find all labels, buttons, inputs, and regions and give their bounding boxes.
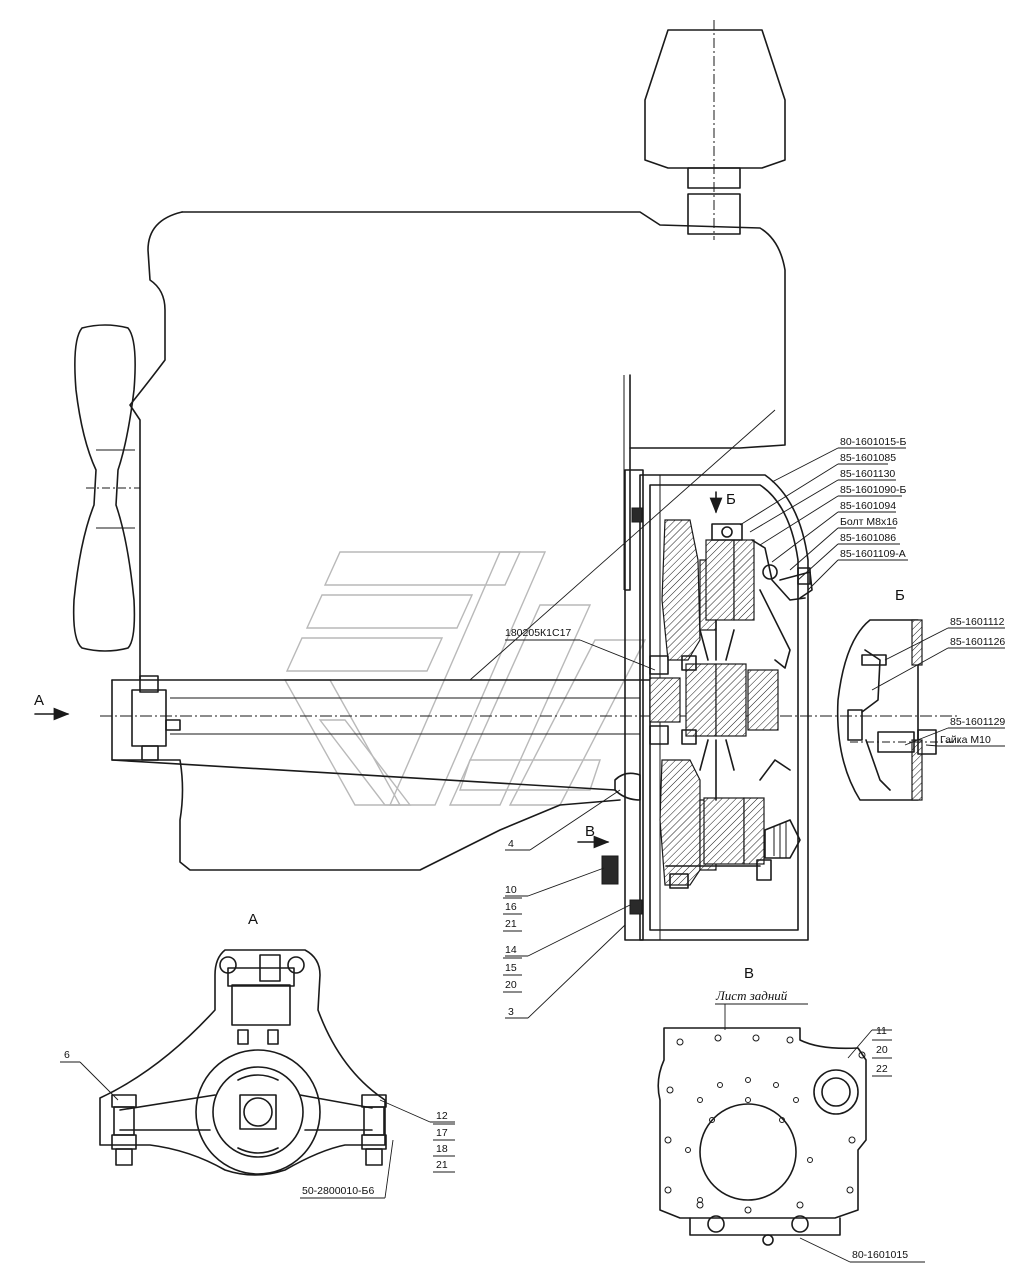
detail-b-label-2: 85-1601126 xyxy=(950,636,1005,648)
view-v-title: В xyxy=(744,965,754,982)
detail-b-label-1: 85-1601112 xyxy=(950,616,1005,628)
view-a-support: А 6 12 17 18 21 xyxy=(60,911,455,1199)
release-mechanism xyxy=(665,539,813,889)
pos-21b: 21 xyxy=(436,1159,448,1171)
pos-20b: 20 xyxy=(876,1044,888,1056)
pos-14: 14 xyxy=(505,944,517,956)
right-callouts: 80-1601015-Б 85-1601085 85-1601130 85-16… xyxy=(840,436,907,560)
callout-1601109: 85-1601109-А xyxy=(840,548,906,560)
pos-20a: 20 xyxy=(505,979,517,991)
pos-3: 3 xyxy=(508,1006,514,1018)
callout-clutch-housing: 80-1601015-Б xyxy=(840,436,907,448)
engine-block-outline xyxy=(111,211,786,871)
rear-sheet-holes xyxy=(664,1034,866,1214)
logo-watermark xyxy=(283,551,647,806)
view-b-title: Б xyxy=(895,587,905,604)
section-b-arrow: Б xyxy=(709,491,736,514)
pos-10: 10 xyxy=(505,884,517,896)
fan-blade xyxy=(72,324,140,652)
pos-16: 16 xyxy=(505,901,517,913)
callout-1601090: 85-1601090-Б xyxy=(840,484,907,496)
detail-b-label-3: 85-1601129 xyxy=(950,716,1005,728)
front-mount xyxy=(131,675,181,761)
pos-11: 11 xyxy=(876,1025,887,1037)
view-v-arrow-label: В xyxy=(585,823,595,840)
pos-12: 12 xyxy=(436,1110,448,1122)
view-v-rear-sheet: В Лист задний 11 20 xyxy=(657,965,925,1263)
callout-1601085: 85-1601085 xyxy=(840,452,896,464)
flywheel xyxy=(659,519,717,886)
view-a-arrow-label: А xyxy=(34,692,44,709)
right-callout-leaders xyxy=(469,409,908,681)
detail-b-label-4: Гайка М10 xyxy=(940,734,991,746)
pos-21a: 21 xyxy=(505,918,517,930)
rear-sheet-part-number: 80-1601015 xyxy=(852,1249,908,1261)
clutch-discs xyxy=(703,523,765,865)
pos-15: 15 xyxy=(505,962,517,974)
air-cleaner xyxy=(644,20,786,240)
pos-18: 18 xyxy=(436,1143,448,1155)
view-a-arrow: А xyxy=(34,692,70,721)
support-part-number: 50-2800010-Б6 xyxy=(302,1185,374,1197)
bearing-label: 180205К1С17 xyxy=(505,627,571,639)
pos-17: 17 xyxy=(436,1127,448,1139)
bearing-callout: 180205К1С17 xyxy=(505,627,656,671)
callout-1601086: 85-1601086 xyxy=(840,532,896,544)
view-a-title: А xyxy=(248,911,258,928)
pos-6: 6 xyxy=(64,1049,70,1061)
view-b-arrow-label: Б xyxy=(726,491,736,508)
position-callouts: 4 В 10 16 21 14 15 20 3 xyxy=(503,789,631,1019)
callout-1601094: 85-1601094 xyxy=(840,500,896,512)
rear-sheet-label: Лист задний xyxy=(715,988,788,1003)
pos-4: 4 xyxy=(508,838,514,850)
detail-b: Б 85-1601112 85-1601126 85-1601129 Гайка… xyxy=(836,587,1005,801)
callout-1601130: 85-1601130 xyxy=(840,468,895,480)
primary-shaft xyxy=(649,619,779,801)
pos-22: 22 xyxy=(876,1063,888,1075)
crankshaft-axis xyxy=(100,679,960,791)
callout-bolt-m8: Болт М8х16 xyxy=(840,516,898,528)
